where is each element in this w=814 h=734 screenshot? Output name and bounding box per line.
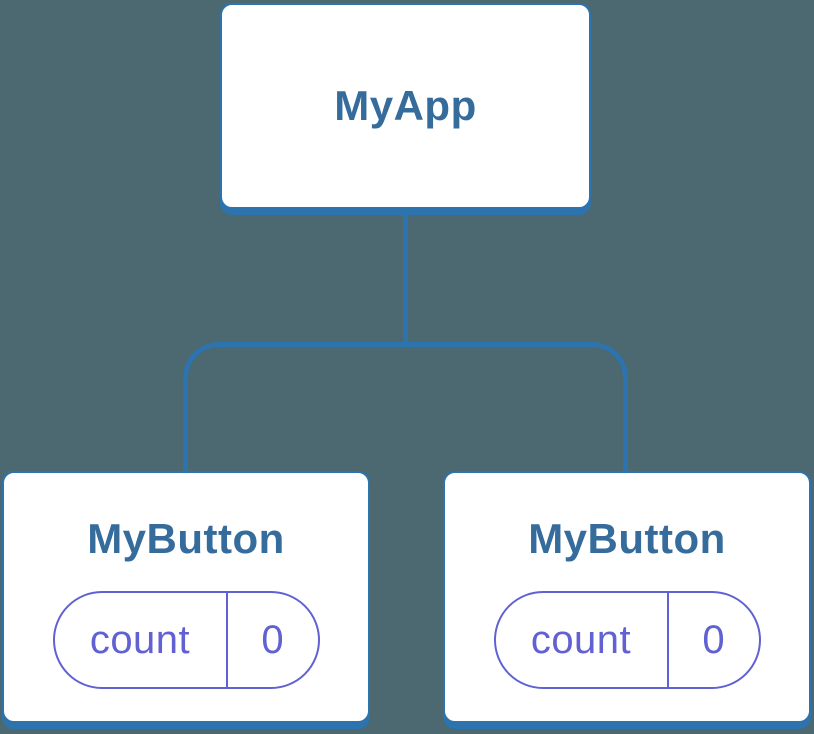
component-node-mybutton-right: MyButton count 0 [443, 471, 811, 723]
state-value: 0 [261, 617, 284, 662]
state-key-label: count [89, 617, 191, 662]
state-pill: count 0 [493, 591, 761, 689]
connector-bracket [183, 342, 628, 471]
state-key-label: count [530, 617, 632, 662]
component-node-mybutton-left: MyButton count 0 [2, 471, 370, 723]
state-pill-divider [666, 593, 669, 687]
connector-stem [403, 210, 408, 346]
state-value: 0 [702, 617, 725, 662]
component-node-myapp: MyApp [220, 3, 591, 209]
component-label: MyButton [87, 515, 285, 562]
state-pill-divider [225, 593, 228, 687]
state-pill: count 0 [52, 591, 320, 689]
component-label: MyApp [334, 82, 477, 129]
component-label: MyButton [528, 515, 726, 562]
